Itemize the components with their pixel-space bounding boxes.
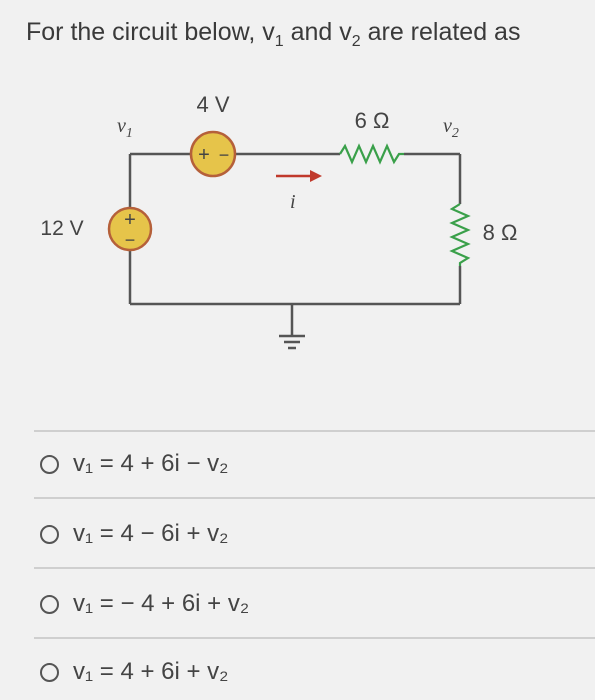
source-12v-plus: + — [124, 209, 136, 231]
question-suffix: are related as — [360, 18, 521, 46]
choice-1[interactable]: v₁ = 4 + 6i − v₂ — [40, 444, 560, 484]
radio-button[interactable] — [40, 594, 59, 614]
source-4v-minus: − — [219, 145, 230, 165]
label-node-v1: v1 — [117, 115, 133, 141]
choice-1-text: v₁ = 4 + 6i − v₂ — [73, 450, 229, 477]
divider-2 — [34, 497, 595, 499]
label-8-ohm: 8 Ω — [483, 220, 518, 245]
node-v2-letter: v — [443, 115, 452, 137]
radio-button[interactable] — [40, 662, 59, 682]
resistor-6-ohm — [339, 143, 404, 165]
question-prefix: For the circuit below, v — [26, 18, 275, 46]
circuit-diagram: + − + − 4 V 12 V 6 Ω 8 Ω v1 v2 i — [40, 92, 518, 350]
question-sub-2: 2 — [351, 33, 361, 50]
choice-2[interactable]: v₁ = 4 − 6i + v₂ — [40, 514, 560, 554]
label-12v: 12 V — [40, 217, 83, 240]
choice-3-text: v₁ = − 4 + 6i + v₂ — [73, 590, 250, 617]
question-sub-1: 1 — [274, 33, 284, 50]
current-arrow-head — [310, 170, 322, 182]
divider-1 — [34, 430, 595, 432]
voltage-source-4v — [189, 130, 237, 178]
label-node-v2: v2 — [443, 115, 459, 141]
choice-2-text: v₁ = 4 − 6i + v₂ — [73, 520, 229, 547]
voltage-source-12v — [107, 206, 153, 252]
label-6-ohm: 6 Ω — [355, 108, 390, 133]
question-middle: and v — [283, 18, 352, 46]
divider-3 — [34, 567, 595, 569]
question-text: For the circuit below, v1 and v2 are rel… — [26, 18, 520, 51]
radio-button[interactable] — [40, 524, 59, 544]
node-v1-sub: 1 — [126, 126, 133, 141]
choice-4[interactable]: v₁ = 4 + 6i + v₂ — [40, 652, 560, 692]
source-4v-plus: + — [198, 144, 210, 166]
divider-4 — [34, 637, 595, 639]
radio-button[interactable] — [40, 454, 59, 474]
node-v2-sub: 2 — [452, 126, 459, 141]
label-current-i: i — [290, 191, 296, 213]
source-12v-minus: − — [125, 230, 136, 250]
resistor-8-ohm — [449, 203, 471, 266]
choice-4-text: v₁ = 4 + 6i + v₂ — [73, 658, 229, 685]
node-v1-letter: v — [117, 115, 126, 137]
choice-3[interactable]: v₁ = − 4 + 6i + v₂ — [40, 584, 560, 624]
circuit-wires — [128, 152, 462, 350]
label-4v: 4 V — [196, 92, 229, 117]
